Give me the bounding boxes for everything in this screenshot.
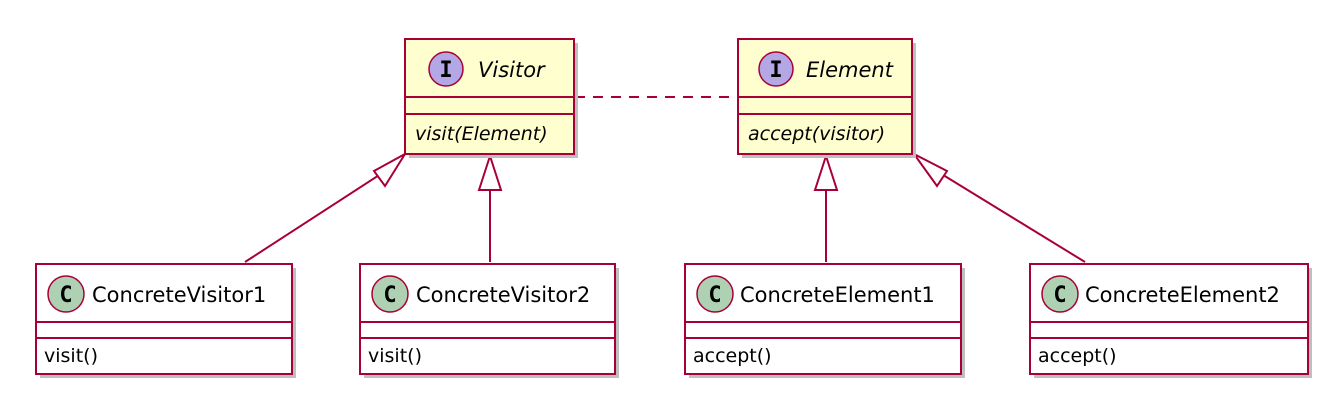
class-concreteelement1: C ConcreteElement1 accept() [684,263,965,378]
interface-name: Element [806,58,894,82]
class-method: accept() [1038,345,1117,367]
class-badge-icon [371,275,409,313]
class-badge-icon [47,275,85,313]
interface-element: I Element accept(visitor) [737,38,916,158]
realization-arrowhead-concreteelement1 [813,152,839,191]
class-name: ConcreteVisitor2 [416,283,590,307]
class-badge-letter: C [59,283,72,308]
interface-badge-letter: I [439,58,452,83]
class-concreteelement2: C ConcreteElement2 accept() [1029,263,1312,378]
class-badge-letter: C [383,283,396,308]
interface-badge-icon [428,51,464,87]
realization-arrowhead-concretevisitor1 [372,151,408,188]
interface-visitor: I Visitor visit(Element) [404,38,578,158]
interface-method: accept(visitor) [748,123,885,145]
class-name: ConcreteElement2 [1085,283,1280,307]
realization-line-concreteelement2 [934,169,1086,263]
realization-arrowhead-concretevisitor2 [477,152,503,191]
interface-method: visit(Element) [415,123,548,145]
interface-name: Visitor [478,58,546,82]
interface-badge-letter: I [769,58,782,83]
class-badge-letter: C [1053,283,1066,308]
class-badge-icon [696,275,734,313]
class-method: accept() [693,345,772,367]
class-badge-icon [1041,275,1079,313]
class-concretevisitor2: C ConcreteVisitor2 visit() [359,263,619,378]
class-method: visit() [44,345,98,367]
class-method: visit() [368,345,422,367]
connectors [244,96,1086,263]
class-badge-letter: C [708,283,721,308]
class-name: ConcreteElement1 [740,283,935,307]
realization-line-concretevisitor1 [244,169,388,263]
realization-arrowhead-concreteelement2 [913,153,949,188]
class-concretevisitor1: C ConcreteVisitor1 visit() [35,263,296,378]
class-name: ConcreteVisitor1 [92,283,266,307]
interface-badge-icon [758,51,794,87]
